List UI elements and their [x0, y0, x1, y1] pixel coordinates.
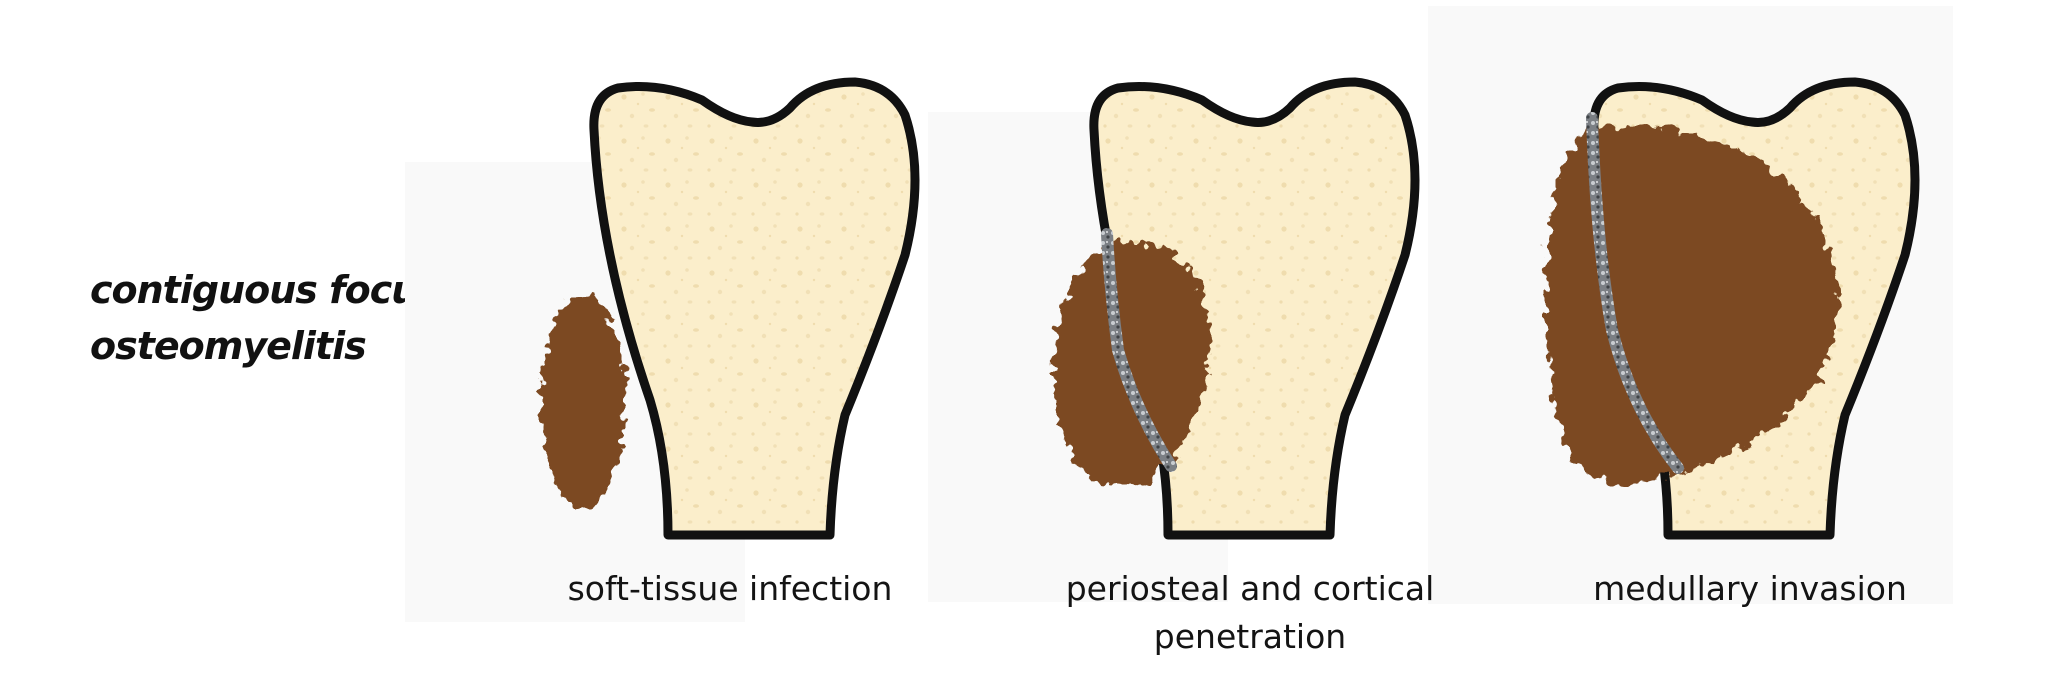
- caption-1-line-1: soft-tissue infection: [567, 569, 893, 608]
- caption-2-line-2: penetration: [1153, 617, 1347, 656]
- panel-periosteal-cortical-penetration: [1053, 77, 1420, 540]
- cortex-breach-3: [1586, 112, 1684, 474]
- panel-soft-tissue-infection: [541, 77, 920, 540]
- infection-focus-3: [1545, 126, 1838, 485]
- diagram-title: contiguous focus osteomyelitis: [90, 262, 450, 374]
- diagram-title-line-1: contiguous focus: [90, 268, 440, 312]
- bone-1: [589, 77, 920, 540]
- caption-medullary-invasion: medullary invasion: [1550, 565, 1950, 613]
- caption-soft-tissue-infection: soft-tissue infection: [520, 565, 940, 613]
- caption-3-line-1: medullary invasion: [1593, 569, 1907, 608]
- diagram-title-line-2: osteomyelitis: [90, 324, 367, 368]
- caption-periosteal-cortical-penetration: periosteal and cortical penetration: [1030, 565, 1470, 661]
- panel-medullary-invasion: [1545, 77, 1920, 540]
- infection-focus-2: [1053, 242, 1211, 485]
- caption-2-line-1: periosteal and cortical: [1065, 569, 1435, 608]
- infection-focus-1: [541, 293, 625, 507]
- cortex-breach-2: [1101, 228, 1177, 472]
